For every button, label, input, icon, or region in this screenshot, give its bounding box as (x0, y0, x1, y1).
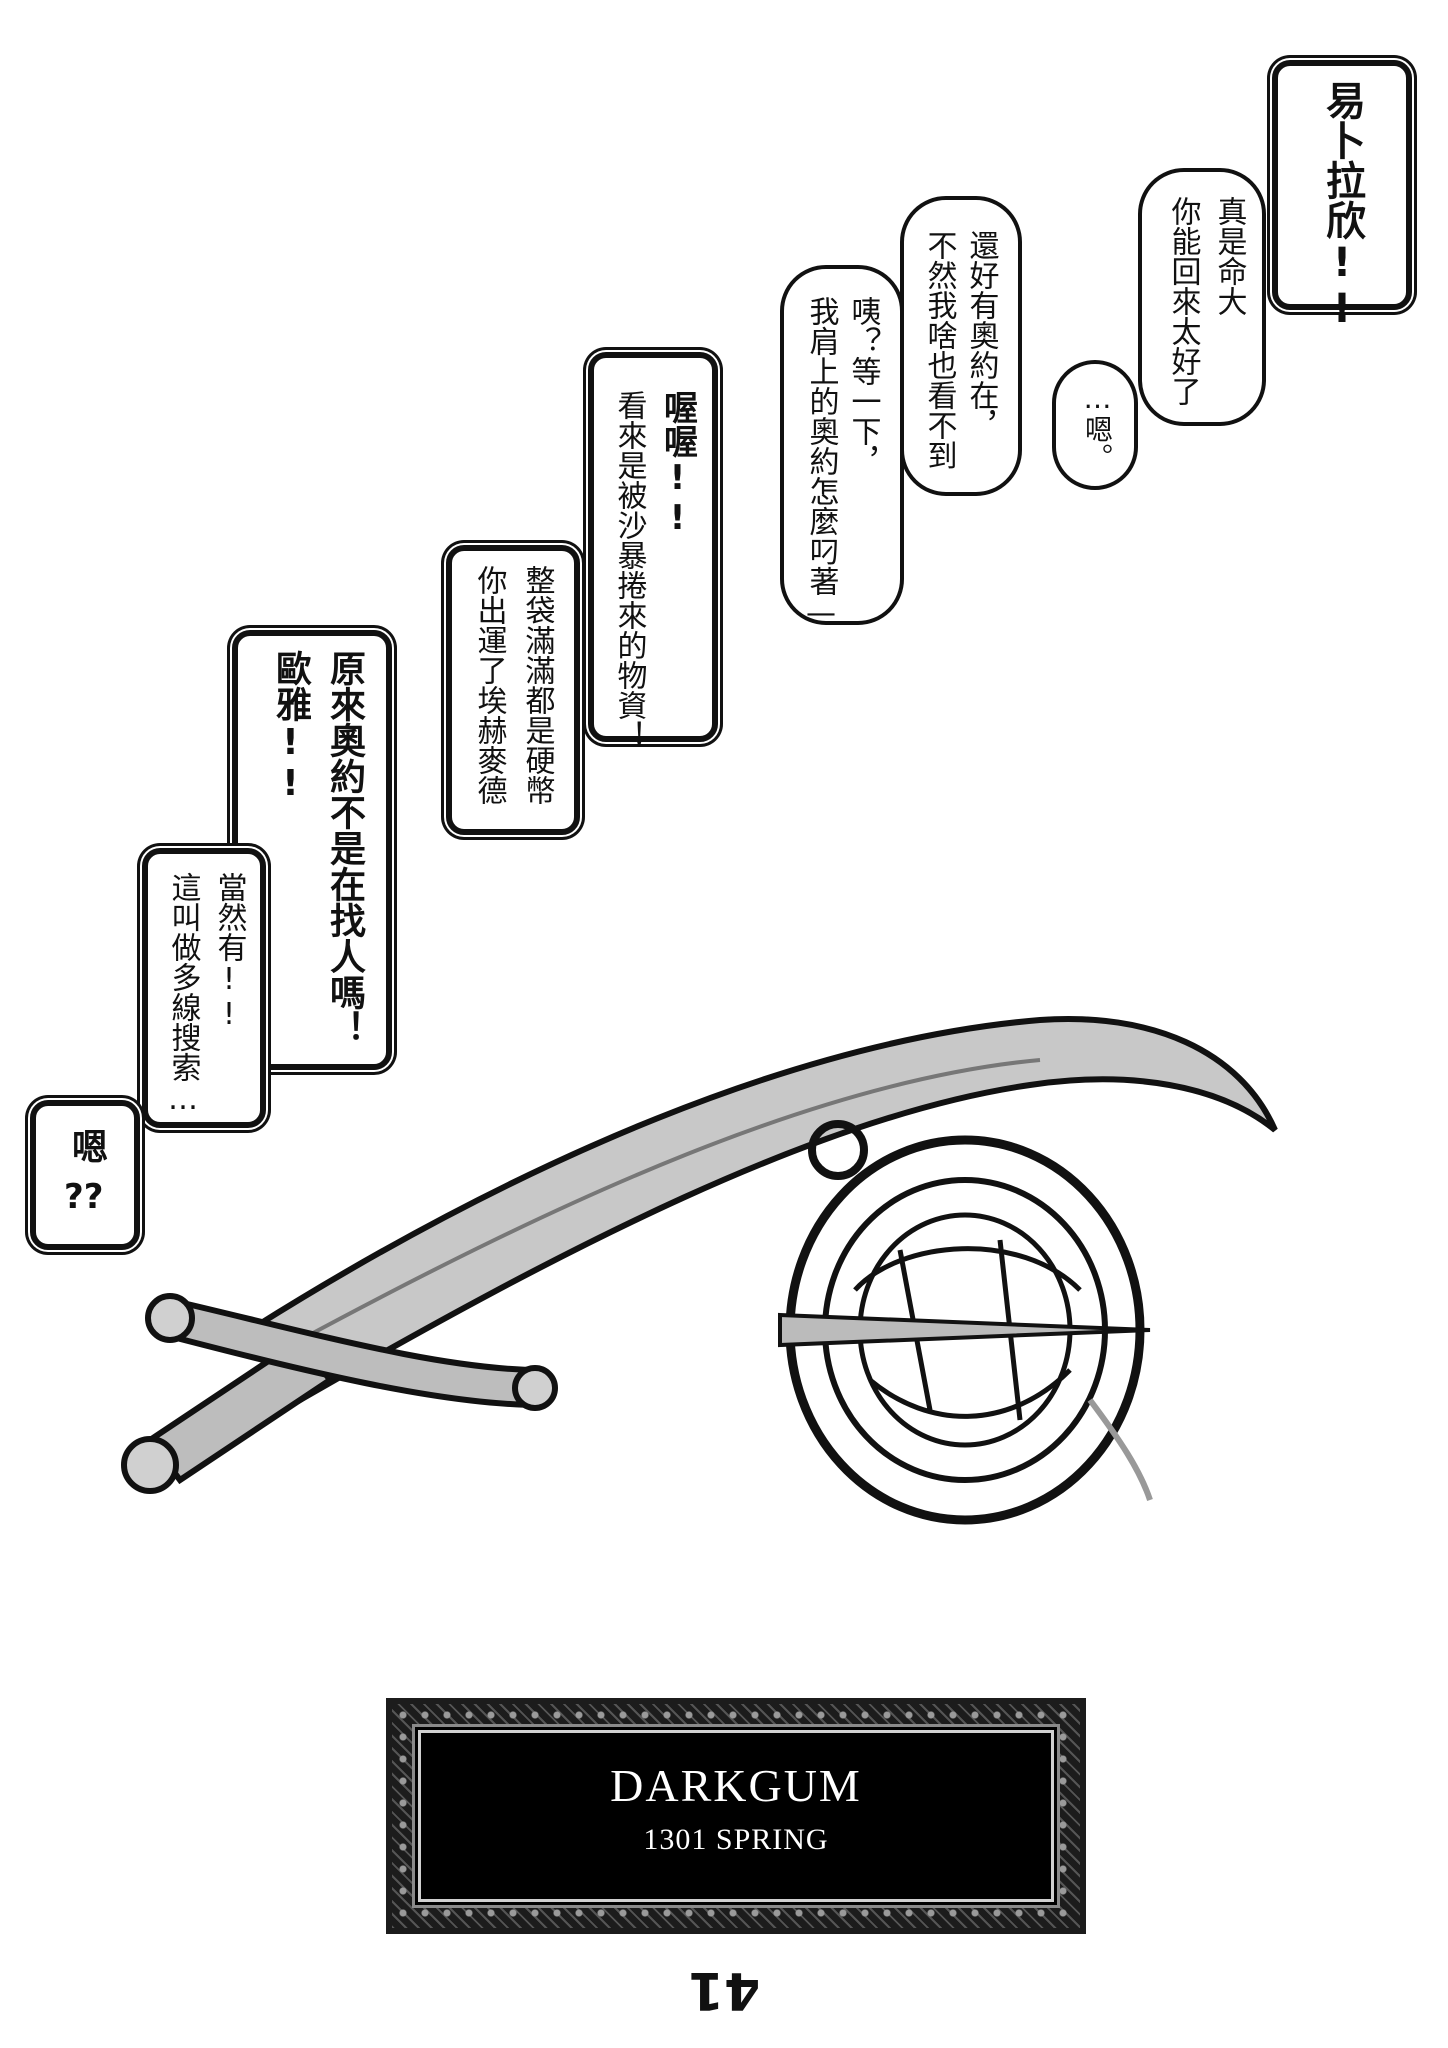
bubble-text: 整袋滿滿都是硬幣 (519, 565, 555, 805)
bubble-text: ?? (64, 1177, 104, 1217)
bubble-text: …嗯。 (1081, 382, 1114, 471)
title-plaque: DARKGUM 1301 SPRING (386, 1698, 1086, 1934)
page-number: 41 (687, 1960, 761, 2020)
speech-bubble (780, 265, 904, 625)
bubble-text: 歐雅!! (270, 650, 311, 804)
bubble-text: 原來奧約不是在找人嗎！ (324, 650, 365, 1046)
speech-bubble (30, 1100, 140, 1250)
speech-bubble (142, 848, 266, 1128)
bubble-text: 你能回來太好了 (1165, 196, 1201, 406)
bubble-text: 易卜拉欣!! (1319, 80, 1365, 332)
bubble-text: 這叫做多線搜索… (165, 872, 201, 1117)
bubble-text: 喔喔!! (657, 390, 698, 538)
bubble-text: 還好有奧約在， (963, 230, 999, 440)
bubble-text: 真是命大 (1211, 196, 1247, 316)
speech-bubble (588, 352, 718, 742)
bubble-text: 咦？等一下， (845, 296, 881, 476)
bubble-text: 我肩上的奧約怎麼叼著— (803, 296, 839, 631)
speech-bubble (1052, 360, 1138, 490)
bubble-text: 嗯 (66, 1128, 107, 1164)
bubble-text: 你出運了埃赫麥德 (471, 565, 507, 805)
bubble-text: 不然我啥也看不到 (921, 230, 957, 470)
plaque-title: DARKGUM (610, 1760, 862, 1811)
plaque-subtitle: 1301 SPRING (643, 1823, 829, 1856)
astrolabe (778, 1120, 1153, 1525)
title-plaque-inner: DARKGUM 1301 SPRING (418, 1730, 1054, 1902)
bubble-text: 當然有!! (211, 872, 247, 1032)
speech-bubble (900, 196, 1022, 496)
speech-bubble (1138, 168, 1266, 426)
bubble-text: 看來是被沙暴捲來的物資！ (611, 390, 647, 750)
speech-bubble-ibrahim (1272, 60, 1412, 310)
speech-bubble (446, 545, 580, 835)
